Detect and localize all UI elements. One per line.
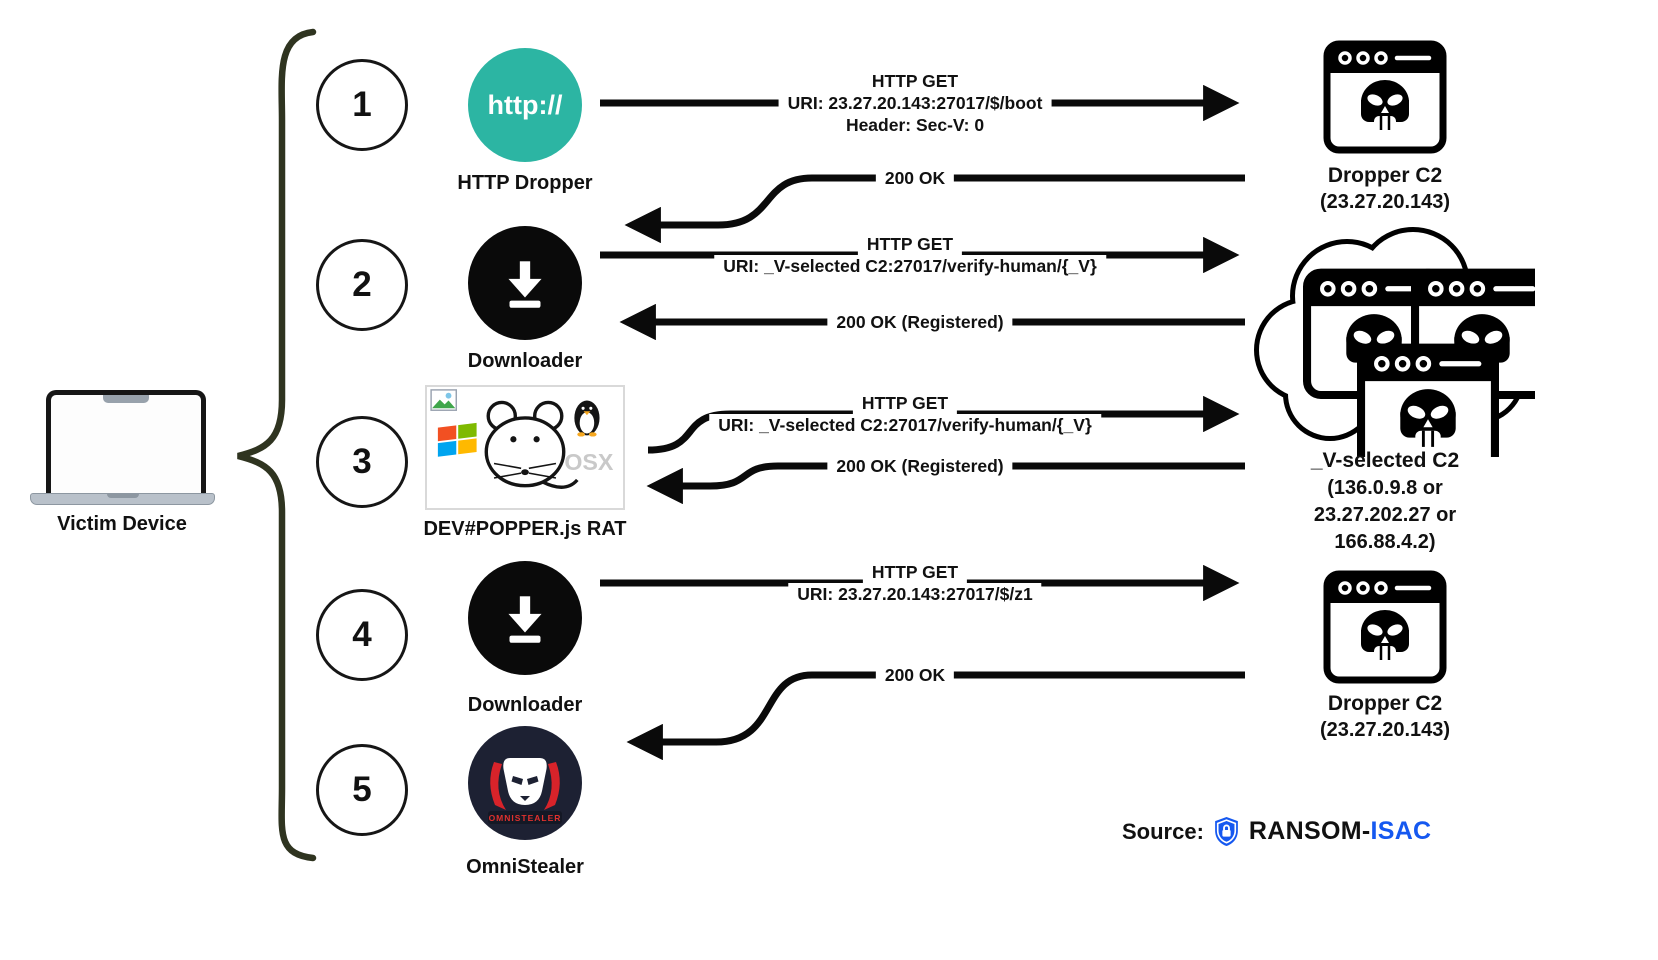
step-4-number-text: 4	[352, 615, 372, 654]
shield-icon	[1215, 817, 1238, 846]
brand-logo: RANSOM-ISAC	[1249, 817, 1431, 846]
http-dropper-label: HTTP Dropper	[457, 172, 593, 194]
resp2-status: 200 OK (Registered)	[827, 311, 1013, 333]
skull-browser-icon	[1361, 348, 1495, 457]
dropper-c2-top-icon	[1323, 40, 1447, 154]
dropper-c2-top-address: (23.27.20.143)	[1319, 191, 1451, 213]
step-1-number: 1	[316, 59, 408, 151]
v-selected-c2-address-3: 166.88.4.2)	[1334, 531, 1436, 553]
req1-method: HTTP GET	[862, 70, 968, 92]
downloader-icon-1	[468, 226, 582, 340]
downloader-icon-2	[468, 561, 582, 675]
devpopper-rat-icon: OSX	[425, 385, 625, 510]
skull-browser-icon	[1327, 44, 1443, 150]
dropper-c2-bottom-icon	[1323, 570, 1447, 684]
req2-uri: URI: _V-selected C2:27017/verify-human/{…	[714, 255, 1106, 277]
step-1-number-text: 1	[352, 85, 372, 124]
c2-cloud-icon	[1254, 227, 1535, 457]
download-glyph	[508, 596, 542, 643]
step-5-number: 5	[316, 744, 408, 836]
dropper-c2-bottom-address: (23.27.20.143)	[1319, 719, 1451, 741]
linux-penguin-icon	[574, 400, 600, 437]
v-selected-c2-address-1: (136.0.9.8 or	[1327, 477, 1443, 499]
req3-uri: URI: _V-selected C2:27017/verify-human/{…	[709, 414, 1101, 436]
downloader-label-1: Downloader	[467, 350, 583, 372]
victim-laptop-icon	[46, 390, 206, 500]
devpopper-rat-label: DEV#POPPER.js RAT	[423, 518, 627, 540]
req4-uri: URI: 23.27.20.143:27017/$/z1	[788, 583, 1042, 605]
dropper-c2-bottom-name: Dropper C2	[1327, 692, 1443, 715]
rat-figure	[484, 400, 579, 489]
resp3-status: 200 OK (Registered)	[827, 455, 1013, 477]
step-2-number: 2	[316, 239, 408, 331]
osx-text: OSX	[564, 449, 614, 475]
req1-header: Header: Sec-V: 0	[836, 114, 994, 136]
step-2-number-text: 2	[352, 265, 372, 304]
windows-logo	[437, 422, 477, 457]
rat-whiskers	[493, 462, 557, 479]
resp4-status: 200 OK	[875, 664, 955, 686]
skull-browser-icon	[1327, 574, 1443, 680]
v-selected-c2-name: _V-selected C2	[1310, 449, 1460, 472]
image-placeholder-icon	[430, 389, 457, 411]
victim-device-label: Victim Device	[57, 513, 187, 535]
laptop-base	[30, 493, 215, 505]
step-5-number-text: 5	[352, 770, 372, 809]
req3-method: HTTP GET	[852, 392, 958, 414]
step-3-number-text: 3	[352, 442, 372, 481]
http-dropper-icon-text: http://	[487, 89, 563, 120]
omnistealer-label: OmniStealer	[466, 856, 584, 878]
arrow-resp3	[646, 462, 1245, 505]
download-glyph	[508, 261, 542, 308]
laptop-notch	[103, 395, 149, 403]
omnistealer-icon: OMNISTEALER	[468, 726, 582, 840]
req2-method: HTTP GET	[857, 233, 963, 255]
source-credit: Source: RANSOM-ISAC	[1122, 816, 1431, 847]
downloader-label-2: Downloader	[467, 694, 583, 716]
step-4-number: 4	[316, 589, 408, 681]
omnistealer-logo: OMNISTEALER	[488, 758, 562, 824]
req1-uri: URI: 23.27.20.143:27017/$/boot	[778, 92, 1052, 114]
rat-illustration: OSX	[430, 389, 614, 489]
req4-method: HTTP GET	[862, 561, 968, 583]
step-3-number: 3	[316, 416, 408, 508]
brand-primary: RANSOM-	[1248, 817, 1371, 845]
source-label: Source:	[1122, 818, 1204, 844]
brand-accent: ISAC	[1370, 817, 1432, 845]
http-dropper-icon: http://	[468, 48, 582, 162]
arrow-resp4	[626, 671, 1245, 761]
dropper-c2-top-name: Dropper C2	[1327, 164, 1443, 187]
v-selected-c2-address-2: 23.27.202.27 or	[1313, 504, 1457, 526]
arrow-resp1	[624, 174, 1245, 244]
omnistealer-banner-text: OMNISTEALER	[489, 813, 562, 823]
steps-brace	[237, 28, 317, 862]
resp1-status: 200 OK	[875, 167, 955, 189]
